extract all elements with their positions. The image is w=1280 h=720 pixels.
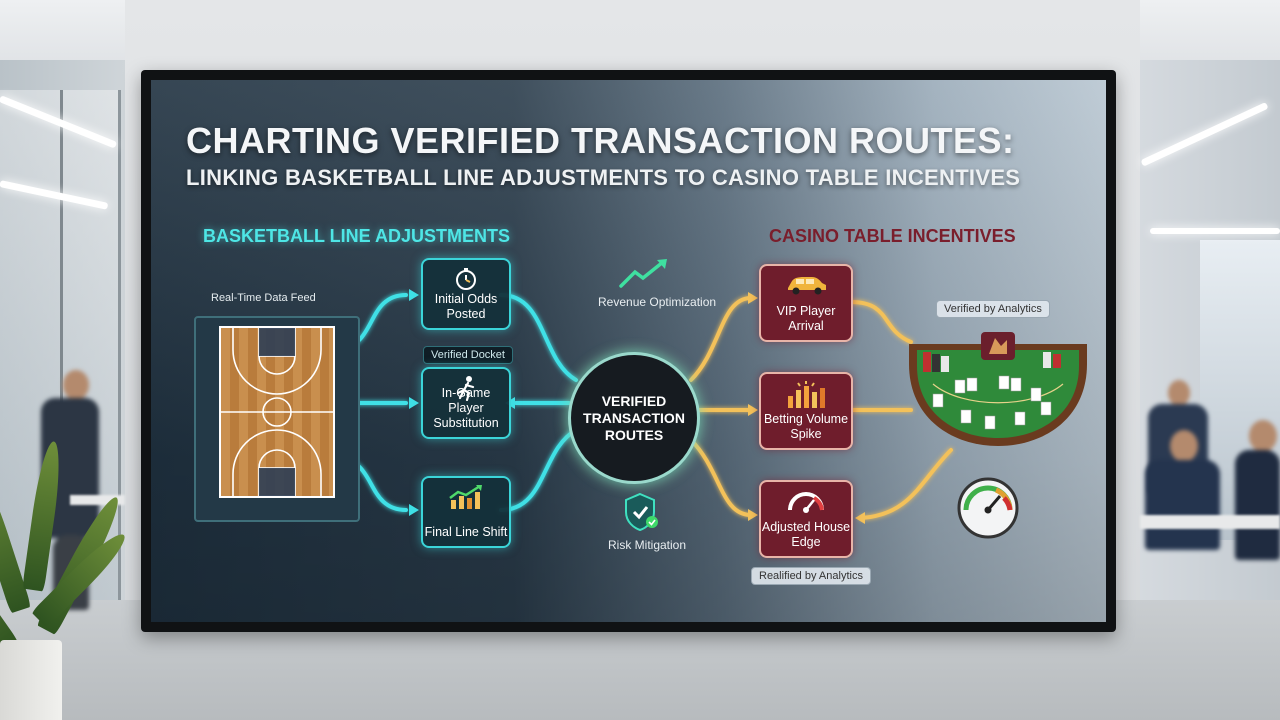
arrowhead	[409, 289, 419, 301]
subtitle: LINKING BASKETBALL LINE ADJUSTMENTS TO C…	[186, 165, 1021, 190]
car-icon	[784, 272, 828, 301]
right-section-heading: CASINO TABLE INCENTIVES	[769, 226, 1016, 246]
node-label: Initial Odds Posted	[434, 292, 498, 321]
person-seated	[1145, 430, 1220, 600]
node-label: VIP Player Arrival	[776, 304, 836, 333]
desk	[70, 495, 125, 505]
desk	[1140, 515, 1280, 529]
shield-check-icon	[624, 492, 660, 537]
trend-up-icon	[619, 258, 669, 295]
route-lines	[339, 289, 953, 524]
node-label: Betting Volume Spike	[763, 412, 849, 441]
house-edge-gauge-icon	[957, 477, 1019, 539]
main-title: CHARTING VERIFIED TRANSACTION ROUTES:	[186, 120, 1015, 161]
node-player-substitution: In-Game Player Substitution	[421, 367, 511, 439]
route-hub-to-house-edge	[689, 438, 753, 517]
risk-mitigation-label: Risk Mitigation	[608, 538, 687, 552]
running-player-icon	[452, 375, 480, 406]
node-betting-volume-spike: Betting Volume Spike	[759, 372, 853, 450]
hub-label: VERIFIED TRANSACTION ROUTES	[583, 392, 685, 443]
arrowhead	[409, 397, 419, 409]
gauge-icon	[786, 488, 826, 519]
glass-frame	[60, 90, 63, 650]
plant-pot	[0, 640, 62, 720]
verified-routes-hub: VERIFIED TRANSACTION ROUTES	[568, 352, 700, 484]
node-label: Final Line Shift	[424, 525, 508, 539]
node-initial-odds: Initial Odds Posted	[421, 258, 511, 330]
revenue-optimization-label: Revenue Optimization	[598, 295, 717, 309]
volume-spike-icon	[784, 380, 828, 415]
arrowhead	[855, 512, 865, 524]
route-table-to-house-edge	[859, 448, 953, 520]
tv-display: CHARTING VERIFIED TRANSACTION ROUTES: LI…	[141, 70, 1116, 632]
arrowhead	[748, 404, 758, 416]
route-shift-to-hub	[499, 428, 578, 512]
blackjack-table-icon	[909, 332, 1087, 446]
ceiling-light	[1150, 228, 1280, 234]
route-odds-to-hub	[499, 293, 578, 382]
left-section-heading: BASKETBALL LINE ADJUSTMENTS	[203, 226, 511, 246]
route-hub-to-vip	[689, 296, 753, 382]
verified-docket-tag: Verified Docket	[423, 346, 513, 364]
verified-analytics-tag: Verified by Analytics	[936, 300, 1050, 318]
basketball-court-icon	[219, 326, 335, 498]
node-label: In-Game Player Substitution	[433, 386, 499, 430]
court-label: Real-Time Data Feed	[211, 292, 316, 304]
realified-analytics-tag: Realified by Analytics	[751, 567, 871, 585]
person-seated	[1235, 420, 1280, 620]
arrowhead	[748, 292, 758, 304]
arrowhead	[748, 509, 758, 521]
node-label: Adjusted House Edge	[761, 520, 851, 549]
node-adjusted-house-edge: Adjusted House Edge	[759, 480, 853, 558]
route-vip-to-table	[849, 300, 913, 344]
stopwatch-icon	[453, 266, 479, 297]
screen-content: CHARTING VERIFIED TRANSACTION ROUTES: LI…	[151, 80, 1106, 622]
node-final-line-shift: Final Line Shift	[421, 476, 511, 548]
arrowhead	[409, 504, 419, 516]
node-vip-player-arrival: VIP Player Arrival	[759, 264, 853, 342]
bar-chart-trend-icon	[448, 484, 484, 515]
basketball-court-panel	[194, 316, 360, 522]
